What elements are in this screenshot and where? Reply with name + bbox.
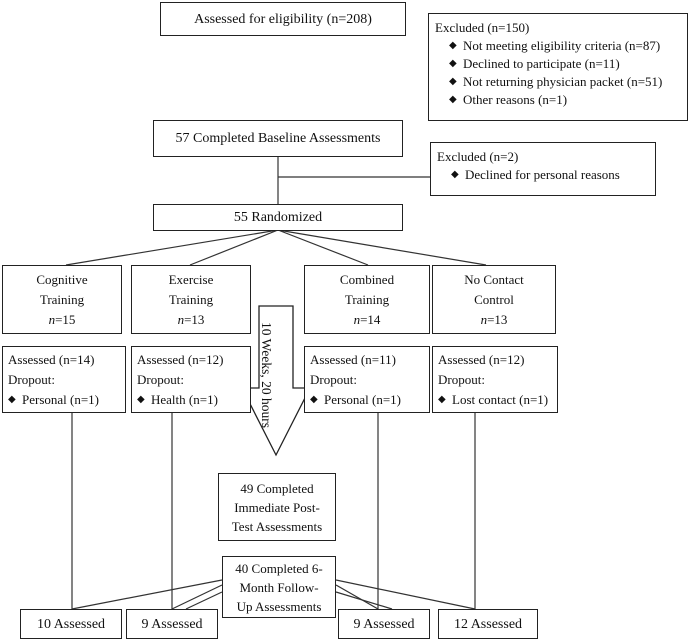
- connector-followup-final2a: [171, 584, 223, 610]
- excluded-item: ◆ Not meeting eligibility criteria (n=87…: [449, 38, 661, 53]
- assessment-box-cognitive: Assessed (n=14) Dropout: ◆ Personal (n=1…: [2, 346, 126, 413]
- duration-label: 10 Weeks, 20 hours: [259, 322, 274, 428]
- assessment-box-combined: Assessed (n=11) Dropout: ◆ Personal (n=1…: [304, 346, 430, 413]
- baseline-box: 57 Completed Baseline Assessments: [153, 120, 403, 157]
- connector-randomized-group4: [277, 229, 487, 266]
- connector-followup-final1: [71, 579, 223, 610]
- randomized-box: 55 Randomized: [153, 204, 403, 231]
- final-box-exercise: 9 Assessed: [126, 609, 218, 639]
- connector-followup-final4: [335, 579, 476, 610]
- final-box-combined: 9 Assessed: [338, 609, 430, 639]
- posttest-box: 49 Completed Immediate Post- Test Assess…: [218, 473, 336, 541]
- randomized-text: 55 Randomized: [233, 210, 323, 225]
- final-box-control: 12 Assessed: [438, 609, 538, 639]
- excluded-box-2: Excluded (n=2) ◆ Declined for personal r…: [430, 142, 656, 196]
- followup-box: 40 Completed 6- Month Follow- Up Assessm…: [222, 556, 336, 618]
- excluded-item: ◆ Not returning physician packet (n=51): [449, 74, 663, 89]
- connector-followup-final2b: [185, 591, 223, 610]
- bullet-icon: ◆: [310, 394, 318, 405]
- duration-arrow: [240, 305, 312, 457]
- excluded-item: ◆ Declined for personal reasons: [451, 167, 620, 182]
- connector-randomized-group3: [277, 229, 369, 266]
- bullet-icon: ◆: [449, 94, 457, 105]
- excluded-item: ◆ Other reasons (n=1): [449, 92, 568, 107]
- bullet-icon: ◆: [449, 76, 457, 87]
- group-box-control: No Contact Control n=13: [432, 265, 556, 334]
- excluded-item: ◆ Declined to participate (n=11): [449, 56, 620, 71]
- connector-followup-final3b: [335, 591, 393, 610]
- connector-followup-final3a: [335, 584, 379, 610]
- baseline-text: 57 Completed Baseline Assessments: [175, 131, 381, 146]
- group-box-cognitive: Cognitive Training n=15: [2, 265, 122, 334]
- eligibility-text: Assessed for eligibility (n=208): [194, 11, 372, 27]
- bullet-icon: ◆: [449, 40, 457, 51]
- eligibility-box: Assessed for eligibility (n=208): [160, 2, 406, 36]
- group-box-combined: Combined Training n=14: [304, 265, 430, 334]
- group-box-exercise: Exercise Training n=13: [131, 265, 251, 334]
- bullet-icon: ◆: [137, 394, 145, 405]
- excluded-title-2: Excluded (n=2): [437, 149, 519, 164]
- assessment-box-control: Assessed (n=12) Dropout: ◆ Lost contact …: [432, 346, 558, 413]
- bullet-icon: ◆: [8, 394, 16, 405]
- bullet-icon: ◆: [438, 394, 446, 405]
- bullet-icon: ◆: [451, 169, 459, 180]
- excluded-title-1: Excluded (n=150): [435, 20, 530, 35]
- bullet-icon: ◆: [449, 58, 457, 69]
- assessment-box-exercise: Assessed (n=12) Dropout: ◆ Health (n=1): [131, 346, 251, 413]
- final-box-cognitive: 10 Assessed: [20, 609, 122, 639]
- excluded-box-1: Excluded (n=150) ◆ Not meeting eligibili…: [428, 13, 688, 121]
- connector-randomized-group2: [189, 229, 279, 266]
- connector-randomized-group1: [65, 229, 279, 266]
